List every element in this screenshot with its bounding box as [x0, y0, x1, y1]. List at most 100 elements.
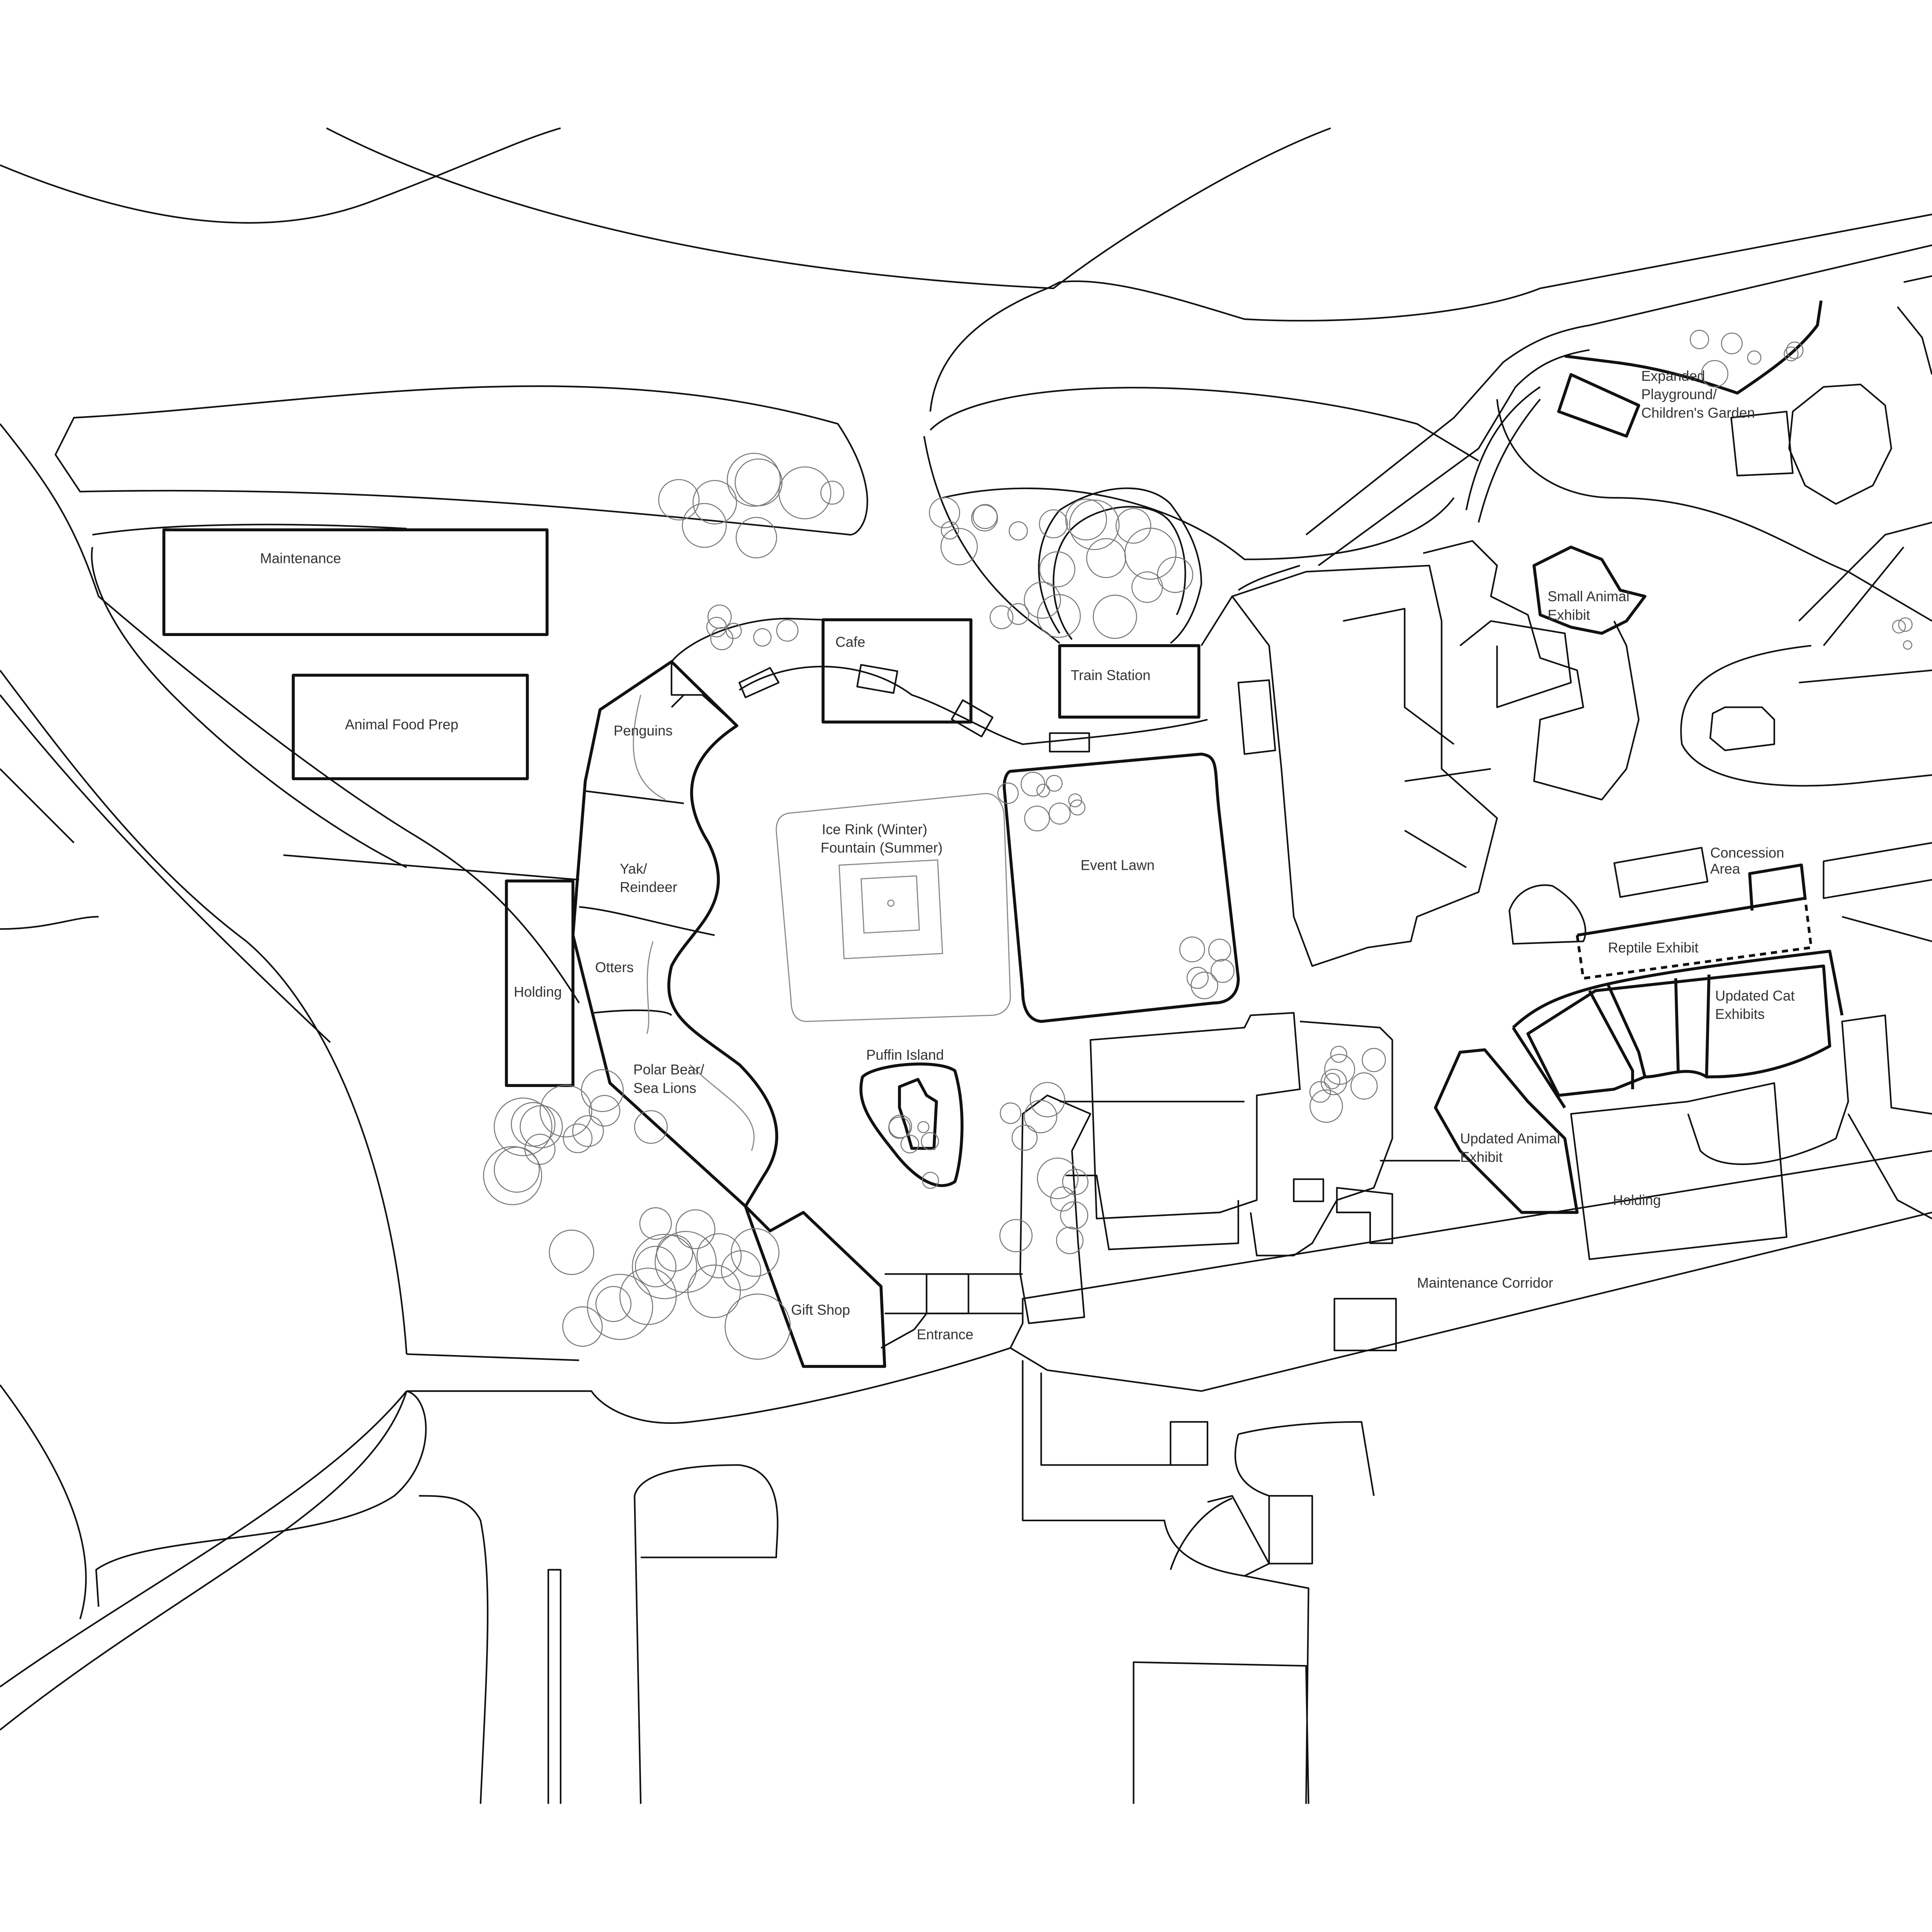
tree-circle — [1701, 360, 1728, 388]
tree-circle — [778, 466, 832, 519]
tree-circle — [639, 1207, 672, 1240]
tree-circle — [581, 1069, 624, 1112]
tree-circle — [1009, 521, 1028, 541]
animal-exhibits-chain — [571, 660, 886, 1368]
tree-circle — [1036, 784, 1050, 798]
label-otters: Otters — [595, 959, 634, 975]
tree-circle — [539, 1085, 592, 1138]
tree-circle — [725, 622, 742, 639]
tree-circle — [1898, 617, 1913, 632]
label-concession-area: Area — [1710, 861, 1740, 877]
label-playground: Playground/ — [1641, 386, 1717, 402]
label-ice-rink: Fountain (Summer) — [821, 840, 943, 856]
tree-circle — [1012, 1124, 1038, 1151]
tree-circle — [1024, 1100, 1058, 1133]
tree-circle — [1086, 538, 1126, 578]
tree-circle — [1362, 1048, 1386, 1072]
tree-circle — [735, 458, 783, 507]
cafe-building — [821, 618, 973, 724]
tree-circle — [524, 1134, 556, 1165]
tree-circle — [776, 619, 799, 642]
tree-circle — [588, 1095, 621, 1127]
tree-circle — [726, 452, 781, 507]
tree-circle — [1069, 499, 1120, 550]
tree-circle — [1116, 508, 1151, 544]
tree-circle — [753, 628, 772, 647]
tree-circle — [1190, 971, 1218, 999]
label-concession-area: Concession — [1710, 845, 1784, 861]
tree-circle — [1068, 793, 1082, 808]
tree-circle — [1039, 509, 1068, 539]
label-updated-animal-exhibit: Updated Animal — [1460, 1131, 1560, 1146]
label-holding-west: Holding — [514, 984, 562, 1000]
maintenance-building — [162, 528, 549, 636]
tree-circle — [1020, 772, 1046, 797]
labels: Maintenance Animal Food Prep Cafe Train … — [260, 368, 1795, 1342]
label-playground: Children's Garden — [1641, 405, 1755, 421]
tree-circle — [917, 1121, 930, 1133]
tree-circle — [1124, 527, 1177, 580]
tree-circle — [922, 1172, 939, 1189]
small-animal-exhibit — [1532, 545, 1646, 635]
label-entrance: Entrance — [917, 1327, 973, 1342]
tree-circle — [563, 1123, 593, 1153]
label-puffin-island: Puffin Island — [866, 1047, 944, 1063]
tree-circle — [655, 1231, 717, 1293]
tree-circle — [1056, 1226, 1084, 1254]
tree-circle — [1310, 1089, 1343, 1123]
label-polar-bear: Polar Bear/ — [633, 1062, 704, 1078]
label-small-animal-exhibit: Exhibit — [1548, 607, 1590, 623]
tree-circle — [1324, 1054, 1355, 1085]
tree-circle — [587, 1274, 653, 1340]
label-maintenance: Maintenance — [260, 550, 341, 566]
tree-circle — [1060, 1201, 1088, 1230]
tree-circle — [1065, 498, 1107, 541]
tree-circle — [1350, 1072, 1378, 1100]
tree-circle — [692, 480, 737, 525]
label-ice-rink: Ice Rink (Winter) — [822, 821, 927, 837]
label-penguins: Penguins — [614, 723, 673, 739]
tree-circle — [1211, 959, 1235, 983]
tree-circle — [635, 1246, 677, 1287]
tree-circle — [735, 517, 777, 558]
tree-circle — [1186, 967, 1209, 989]
tree-circle — [1786, 341, 1804, 359]
ice-rink-fountain — [776, 793, 1011, 1022]
tree-circle — [1309, 1081, 1331, 1103]
label-yak-reindeer: Reindeer — [620, 879, 677, 895]
tree-circle — [929, 497, 960, 529]
tree-circle — [1179, 936, 1205, 963]
label-maintenance-corridor: Maintenance Corridor — [1417, 1275, 1553, 1291]
tree-circle — [1208, 939, 1231, 962]
tree-circle — [519, 1105, 563, 1148]
label-cafe: Cafe — [835, 634, 865, 650]
tree-circle — [658, 479, 700, 520]
tree-circle — [1024, 582, 1061, 619]
tree-circle — [1030, 1082, 1065, 1117]
tree-circle — [572, 1115, 604, 1147]
tree-circle — [682, 503, 727, 548]
tree-circle — [997, 782, 1019, 804]
tree-circle — [971, 504, 998, 532]
tree-circle — [1000, 1102, 1022, 1124]
tree-circle — [1024, 805, 1050, 832]
tree-circle — [1903, 640, 1913, 650]
trees — [483, 330, 1913, 1360]
tree-circle — [1157, 556, 1194, 593]
tree-circle — [1007, 603, 1029, 625]
tree-circle — [675, 1209, 716, 1249]
tree-circle — [999, 1219, 1033, 1252]
animal-food-prep-building — [292, 673, 529, 781]
tree-circle — [1747, 350, 1762, 365]
tree-circle — [921, 1132, 939, 1150]
tree-circle — [549, 1230, 594, 1275]
tree-circle — [1892, 619, 1906, 634]
label-polar-bear: Sea Lions — [633, 1080, 696, 1096]
exhibit-outlines — [162, 300, 1844, 1368]
label-animal-food-prep: Animal Food Prep — [345, 717, 458, 733]
puffin-island — [859, 1062, 964, 1187]
tree-circle — [1050, 1186, 1075, 1212]
tree-circle — [656, 1235, 693, 1272]
tree-circle — [721, 1250, 762, 1291]
